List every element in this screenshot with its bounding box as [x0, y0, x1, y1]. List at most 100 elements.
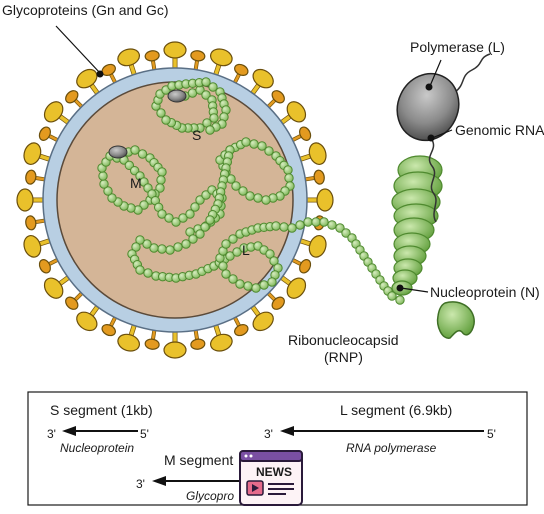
s-segment-3prime: 3': [47, 427, 56, 441]
nucleoprotein-bead: [181, 239, 191, 249]
nucleoprotein-bead: [156, 175, 166, 185]
nucleoprotein-bead: [228, 234, 238, 244]
rna-dot: [427, 134, 435, 142]
nucleoprotein-bead: [131, 242, 141, 252]
rna-leader: [431, 129, 453, 139]
l-segment-gene: RNA polymerase: [346, 441, 437, 455]
nucleoprotein-bead: [195, 229, 205, 239]
news-badge-text: NEWS: [256, 465, 292, 479]
news-badge-dot-1: [244, 454, 248, 458]
nucleoprotein-bead: [201, 90, 211, 100]
m-segment-title: M segment: [164, 452, 233, 468]
play-icon: [252, 484, 259, 492]
nucleoprotein-helix: [391, 155, 443, 296]
nucleoprotein-bead: [335, 223, 345, 233]
nucleoprotein-bead: [267, 277, 277, 287]
np-leader: [400, 287, 429, 293]
glyco-dot: [96, 70, 104, 78]
rnp-detail: [391, 53, 491, 339]
nucleoprotein-bead: [238, 186, 248, 196]
nucleoprotein-bead: [327, 220, 337, 230]
nucleoprotein-label: Nucleoprotein (N): [430, 284, 540, 300]
nucleoprotein-bead: [135, 265, 145, 275]
nucleoprotein-bead: [205, 125, 215, 135]
nucleoprotein-bead: [271, 221, 281, 231]
nucleoprotein-bead: [341, 228, 351, 238]
s-segment-5prime: 5': [140, 427, 149, 441]
nucleoprotein-bead: [245, 191, 255, 201]
news-badge[interactable]: NEWS: [239, 450, 303, 506]
nucleoprotein-bead: [165, 245, 175, 255]
nucleoprotein-bead: [283, 165, 293, 175]
rnp-label-line2: (RNP): [324, 349, 363, 365]
nucleoprotein-bead: [241, 137, 251, 147]
nucleoprotein-bead: [221, 269, 231, 279]
callouts: [55, 25, 453, 293]
genomic-rna-strand: [428, 139, 437, 223]
nucleoprotein-bead: [259, 280, 269, 290]
nucleoprotein-bead: [395, 295, 405, 305]
rnp-label-line1: Ribonucleocapsid: [288, 332, 399, 348]
nucleoprotein-bead: [257, 141, 267, 151]
news-badge-topbar: [239, 450, 303, 462]
genomic-rna-label: Genomic RNA: [455, 122, 544, 138]
polymerase-l: [396, 72, 460, 142]
nucleoprotein-bead: [221, 239, 231, 249]
nucleoprotein-bead: [319, 217, 329, 227]
nucleoprotein-bead: [295, 220, 305, 230]
nucleoprotein-bead: [157, 244, 167, 254]
nucleoprotein-bead: [228, 274, 238, 284]
nucleoprotein-bead: [232, 247, 242, 257]
l-segment-arrowhead: [280, 426, 294, 436]
internal-polymerase-m: [108, 145, 128, 159]
nucleoprotein-bead: [156, 108, 166, 118]
nucleoprotein-bead: [143, 268, 153, 278]
nucleoprotein-bead: [208, 82, 218, 92]
nucleoprotein-n: [436, 301, 475, 339]
nucleoprotein-bead: [249, 139, 259, 149]
polymerase-label: Polymerase (L): [410, 39, 505, 55]
nucleoprotein-bead: [157, 167, 167, 177]
nucleoprotein-bead: [130, 145, 140, 155]
internal-polymerase-s: [167, 89, 187, 103]
news-badge-dot-2: [249, 454, 253, 458]
nucleoprotein-bead: [243, 281, 253, 291]
np-dot: [396, 284, 404, 292]
nucleoprotein-bead: [161, 115, 171, 125]
nucleoprotein-bead: [284, 173, 294, 183]
nucleoprotein-bead: [173, 242, 183, 252]
nucleoprotein-bead: [387, 291, 397, 301]
nucleoprotein-bead: [185, 209, 195, 219]
nucleoprotein-bead: [99, 179, 109, 189]
glycoprotein-spike: [101, 63, 120, 90]
l-segment-title: L segment (6.9kb): [340, 402, 452, 418]
nucleoprotein-bead: [107, 193, 117, 203]
nucleoprotein-bead: [142, 239, 152, 249]
rnp-strands: [97, 77, 405, 305]
nucleoprotein-bead: [139, 200, 149, 210]
nucleoprotein-bead: [164, 213, 174, 223]
segment-l-label: L: [242, 242, 250, 258]
s-segment-arrowhead: [62, 426, 76, 436]
nucleoprotein-bead: [303, 217, 313, 227]
nucleoprotein-bead: [155, 183, 165, 193]
nucleoprotein-bead: [201, 190, 211, 200]
segment-m-label: M: [130, 175, 142, 191]
l-segment-3prime: 3': [264, 427, 273, 441]
nucleoprotein-bead: [190, 202, 200, 212]
nucleoprotein-bead: [269, 256, 279, 266]
glycoprotein-spike: [163, 323, 187, 359]
nucleoprotein-bead: [103, 186, 113, 196]
nucleoprotein-bead: [287, 223, 297, 233]
nucleoprotein-bead: [205, 215, 215, 225]
nucleoprotein-bead: [251, 283, 261, 293]
nucleoprotein-bead: [279, 222, 289, 232]
polymerase-dot: [425, 83, 433, 91]
l-segment-5prime: 5': [487, 427, 496, 441]
glyco-leader: [55, 25, 101, 74]
m-segment-arrowhead: [152, 476, 166, 486]
glycoprotein-spike: [230, 310, 249, 337]
nucleoprotein-bead: [235, 279, 245, 289]
